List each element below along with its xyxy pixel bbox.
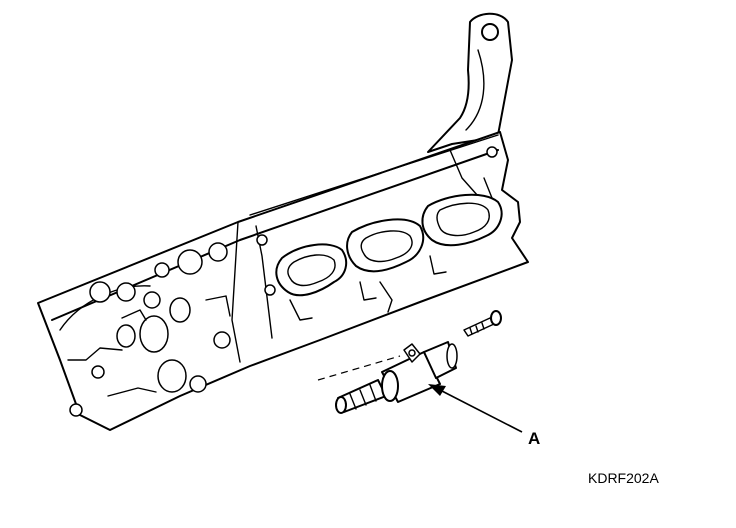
callout-label: A [528,429,540,448]
bracket-hole [481,23,499,41]
figure-code: KDRF202A [588,470,659,486]
solenoid-valve [335,341,458,414]
mounting-bracket [427,12,513,153]
cylinder-head [37,12,529,431]
bolt [463,310,502,337]
callout-arrow [428,384,523,433]
alignment-line [317,355,401,381]
intake-port-3 [421,193,503,247]
